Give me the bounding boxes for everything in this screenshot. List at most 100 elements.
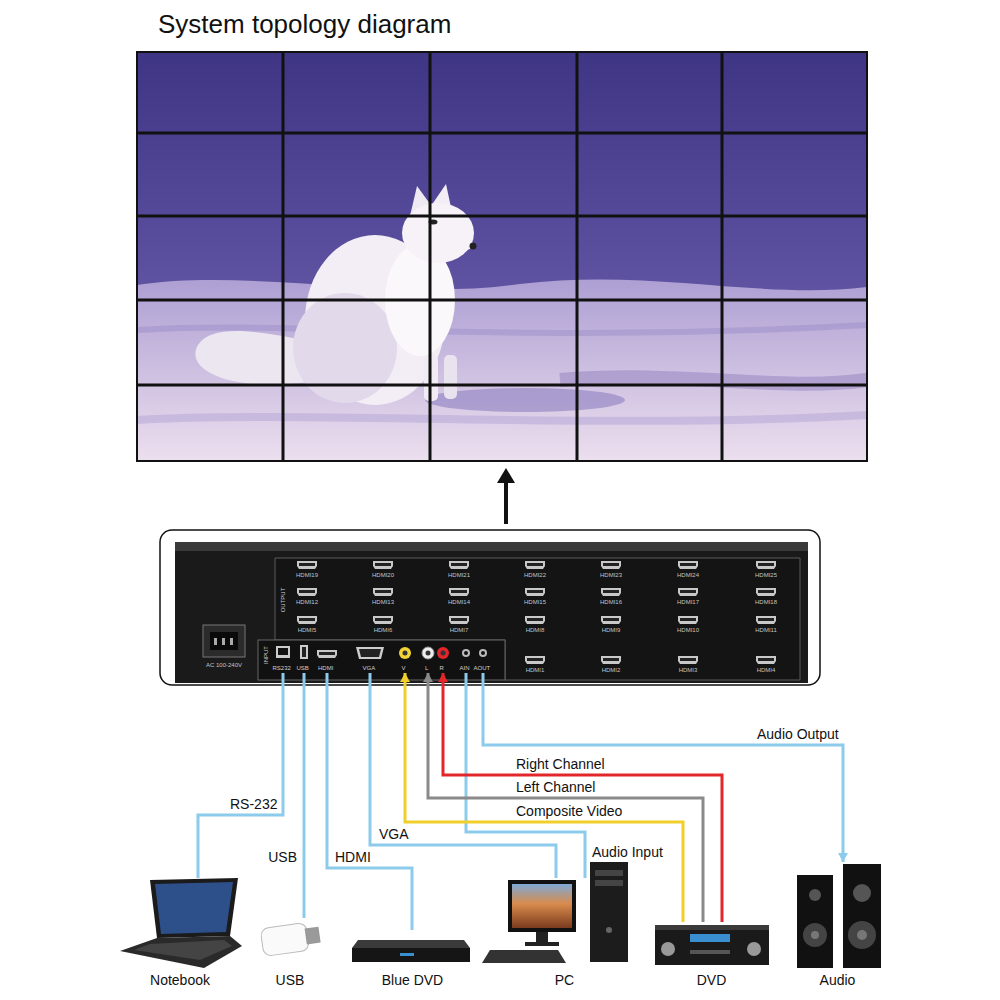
power-rating-label: AC 100-240V	[206, 661, 242, 669]
source-device: USB	[255, 918, 325, 990]
port-number-label: HDMI6	[374, 626, 393, 634]
notebook-icon-part	[150, 878, 238, 938]
pc-icon-part	[536, 932, 548, 942]
video-wall-part-part	[576, 52, 579, 461]
video-wall-part-part	[721, 52, 724, 461]
port-number-label: HDMI17	[677, 598, 699, 606]
source-device: Notebook	[115, 878, 245, 990]
speakers-icon	[797, 864, 881, 968]
port-label-box: USB	[297, 664, 312, 673]
arrow-head	[400, 673, 410, 682]
dvd-receiver-icon	[655, 925, 769, 965]
port-label: L	[425, 664, 428, 672]
speakers-icon-part	[857, 930, 867, 940]
up-arrow	[497, 468, 515, 524]
dvd-receiver-icon-part	[655, 925, 769, 965]
pc-icon-part	[525, 942, 559, 946]
speakers-icon-part	[853, 884, 871, 902]
speakers-icon-part	[797, 875, 833, 968]
port-label: VGA	[363, 664, 376, 672]
usb-stick-icon-part	[260, 922, 309, 956]
notebook-icon	[120, 878, 242, 968]
source-device: PC	[497, 878, 632, 990]
dvd-receiver-icon-part	[747, 942, 761, 956]
port-number-label: HDMI10	[677, 626, 699, 634]
dvd-receiver-icon-part	[655, 925, 769, 930]
hdmi-output-ports-part	[678, 616, 698, 624]
cable-label: VGA	[377, 827, 411, 842]
panel-label: OUTPUT	[279, 588, 287, 613]
hdmi-output-ports-part	[525, 561, 545, 569]
signal-cable	[198, 673, 283, 878]
hdmi-output-ports-part	[601, 616, 621, 624]
hdmi-output-ports-part	[297, 616, 317, 624]
video-wall	[137, 52, 867, 461]
device-label: Audio	[820, 972, 856, 988]
port-label: AOUT	[474, 664, 491, 672]
signal-cable	[304, 673, 305, 918]
matrix-device: OUTPUTINPUTRS232USBHDMIVGAVLRAINAOUT	[175, 548, 808, 683]
signal-cable	[438, 673, 722, 922]
blu-ray-player-icon	[352, 940, 470, 962]
cable-line	[198, 673, 283, 878]
diagram-title: System topology diagram	[158, 9, 451, 39]
port-label: R	[440, 664, 444, 672]
device-label: Notebook	[150, 972, 210, 988]
matrix-processor-part	[210, 632, 238, 650]
dvd-receiver-icon-part	[690, 950, 730, 954]
arrow-head	[838, 853, 848, 862]
hdmi-output-ports-part	[449, 561, 469, 569]
matrix-processor-part	[203, 625, 245, 657]
dvd-receiver-icon-part	[690, 934, 730, 942]
port-number-label: HDMI13	[372, 598, 394, 606]
matrix-processor-part	[258, 640, 505, 680]
device-label: Blue DVD	[382, 972, 443, 988]
video-wall-part-part	[137, 132, 867, 135]
port-number-label: HDMI12	[296, 598, 318, 606]
port-number-label: HDMI22	[524, 571, 546, 579]
device-label: DVD	[697, 972, 727, 988]
hdmi-output-ports-part	[601, 656, 621, 664]
matrix-processor-part	[230, 638, 233, 645]
cable-label: Left Channel	[514, 780, 597, 795]
input-ports-part	[403, 651, 408, 656]
source-device: DVD	[648, 922, 775, 990]
input-ports-part	[356, 647, 384, 659]
arctic-fox-part	[450, 222, 476, 258]
signal-cable	[423, 673, 703, 922]
port-label: USB	[297, 664, 309, 672]
video-wall-part	[137, 279, 867, 461]
video-wall-part	[137, 52, 867, 461]
input-ports-part	[426, 651, 431, 656]
source-device: Blue DVD	[350, 930, 475, 990]
pc-icon-part	[508, 880, 576, 932]
device-label: USB	[276, 972, 305, 988]
arrow-head	[423, 673, 433, 682]
input-ports	[276, 645, 487, 659]
matrix-processor-part	[160, 530, 820, 685]
cable-label: Audio Input	[590, 845, 665, 860]
hdmi-output-ports-part	[678, 656, 698, 664]
port-label-box: AOUT	[474, 664, 493, 673]
cable-label: HDMI	[333, 850, 373, 865]
hdmi-output-ports-part	[525, 656, 545, 664]
notebook-icon-part	[134, 940, 232, 960]
hdmi-output-ports-part	[525, 616, 545, 624]
source-device: Audio	[790, 862, 885, 990]
hdmi-output-ports-part	[601, 561, 621, 569]
port-number-label: HDMI4	[757, 666, 776, 674]
video-wall-part-part	[429, 52, 432, 461]
blu-ray-player-icon-part	[352, 948, 470, 962]
hdmi-output-ports-part	[373, 561, 393, 569]
hdmi-output-ports-part	[373, 616, 393, 624]
port-number-label: HDMI18	[755, 598, 777, 606]
cable-line	[483, 673, 843, 862]
port-number-label: HDMI14	[448, 598, 470, 606]
cable-line	[428, 673, 703, 922]
port-number-label: HDMI19	[296, 571, 318, 579]
port-number-label: HDMI11	[755, 626, 777, 634]
port-label-box: R	[440, 664, 447, 673]
cable-label: Audio Output	[755, 727, 841, 742]
video-wall-part-part	[282, 52, 285, 461]
